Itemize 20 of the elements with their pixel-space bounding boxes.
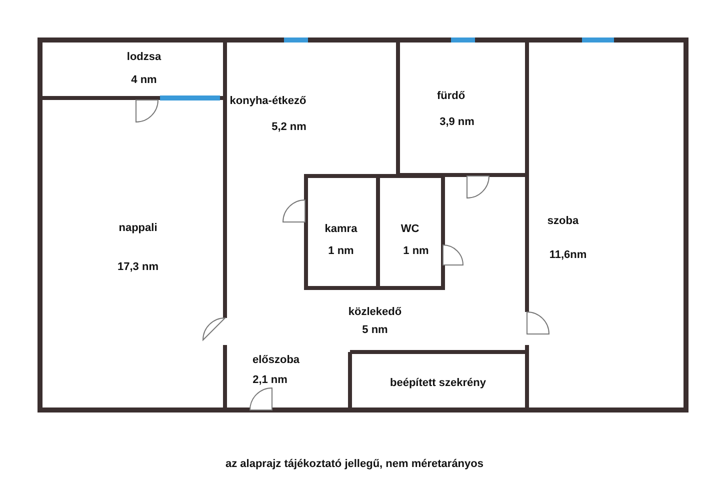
area-label: 11,6nm [549, 249, 587, 261]
area-label: 4 nm [131, 74, 157, 86]
room-name: beépített szekrény [390, 377, 486, 389]
room-name: előszoba [252, 354, 300, 366]
room-name: közlekedő [348, 306, 402, 318]
area-label: 17,3 nm [118, 261, 158, 273]
room-name: nappali [118, 222, 158, 234]
room-name: szoba [547, 215, 579, 227]
room-name: fürdő [436, 90, 466, 102]
area-label: 5,2 nm [272, 121, 306, 133]
caption: az alaprajz tájékoztató jellegű, nem méretarányos [224, 458, 484, 470]
area-label: 2,1 nm [252, 374, 288, 386]
area-label: 3,9 nm [440, 116, 474, 128]
area-label: 1 nm [328, 245, 354, 257]
area-label: 1 nm [403, 245, 429, 257]
room-name: lodzsa [126, 51, 162, 63]
area-label: 5 nm [362, 324, 388, 336]
room-name: WC [400, 223, 420, 235]
room-name: kamra [324, 223, 358, 235]
room-name: konyha-étkező [230, 95, 306, 107]
